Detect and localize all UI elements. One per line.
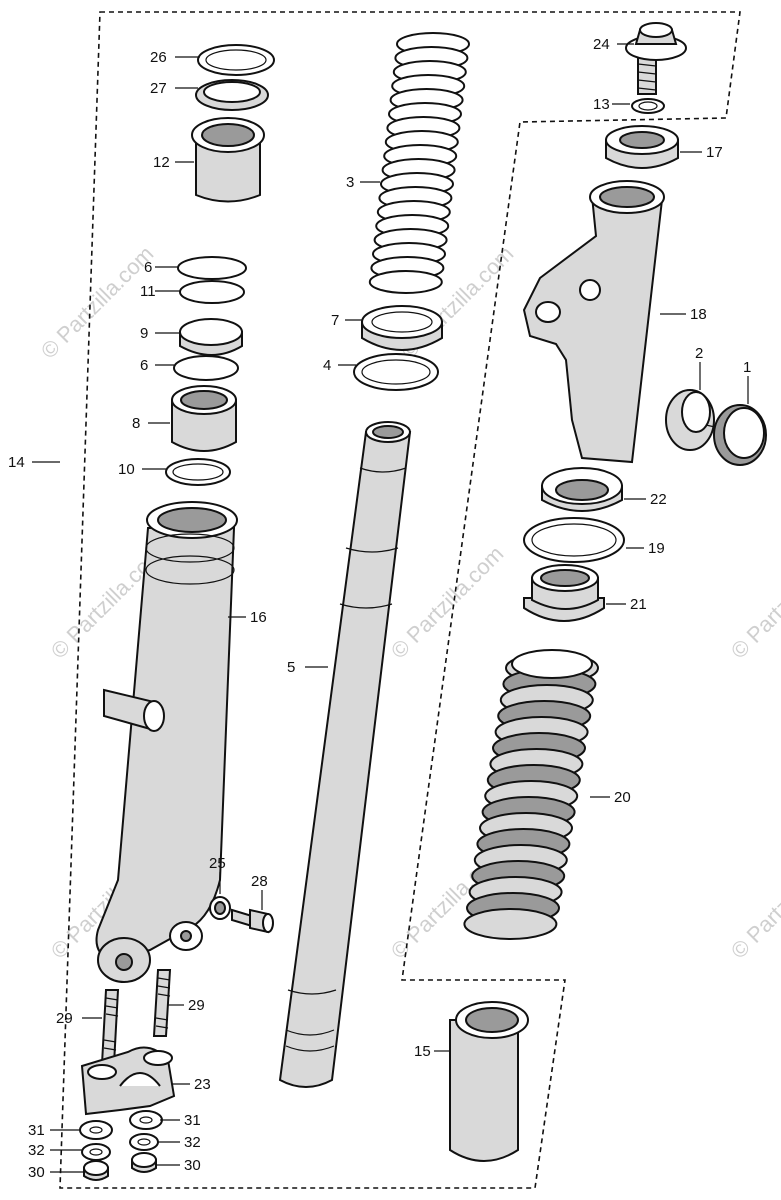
callout-9: 9 [140,325,148,342]
callout-21: 21 [630,596,647,613]
callout-32: 32 [184,1134,201,1151]
part-30-nut-left [83,1160,109,1181]
assembly-boundary [59,11,741,1189]
watermark-text: © Partzilla.com [386,541,509,664]
callout-22: 22 [650,491,667,508]
part-6-circlip-upper [177,256,247,280]
part-3-spring [368,32,470,294]
callout-15: 15 [414,1043,431,1060]
boot-top-opening [511,649,593,679]
callout-28: 28 [251,873,268,890]
part-19-ring [523,517,625,563]
callout-10: 10 [118,461,135,478]
callout-6: 6 [144,259,152,276]
callout-16: 16 [250,609,267,626]
part-12-bushing [191,117,265,203]
callout-31: 31 [184,1112,201,1129]
part-24-bolt [625,22,687,95]
part-7-seat [361,305,443,351]
callout-4: 4 [323,357,331,374]
callout-31: 31 [28,1122,45,1139]
callout-12: 12 [153,154,170,171]
part-31-washer-right [129,1110,163,1130]
callout-29: 29 [56,1010,73,1027]
watermark-text: © Partzilla.com [726,841,781,964]
callout-2: 2 [695,345,703,362]
callout-3: 3 [346,174,354,191]
callout-24: 24 [593,36,610,53]
part-15-tube [449,1001,529,1162]
part-28-bolt [231,908,274,934]
part-20-boot [463,649,599,940]
part-32-lockwasher-right [129,1133,159,1151]
part-4-washer [353,353,439,391]
part-9-ring [179,318,243,356]
part-13-washer [631,98,665,114]
part-5-inner-tube [278,421,412,1088]
callout-labels: 26 27 12 3 24 13 17 6 11 9 6 7 4 18 2 1 … [8,36,751,1181]
callout-13: 13 [593,96,610,113]
part-22-seal [541,467,623,512]
part-27-ring [195,79,269,111]
part-23-clamp [80,1046,176,1116]
callout-27: 27 [150,80,167,97]
callout-20: 20 [614,789,631,806]
part-32-lockwasher-left [81,1143,111,1161]
callout-1: 1 [743,359,751,376]
callout-5: 5 [287,659,295,676]
part-26-ring [197,44,275,76]
callout-23: 23 [194,1076,211,1093]
part-2-reflector-base [665,389,715,451]
callout-25: 25 [209,855,226,872]
part-18-fork-top [522,180,665,464]
callout-18: 18 [690,306,707,323]
callout-17: 17 [706,144,723,161]
spring-coil [368,270,443,294]
watermark-text: © Partzilla.com [726,541,781,664]
part-30-nut-right [131,1152,157,1173]
part-25-washer [209,896,231,920]
callout-26: 26 [150,49,167,66]
part-31-washer-left [79,1120,113,1140]
callout-32: 32 [28,1142,45,1159]
callout-7: 7 [331,312,339,329]
leader-lines [32,43,749,1173]
callout-30: 30 [184,1157,201,1174]
callout-8: 8 [132,415,140,432]
part-17-cap [605,125,679,169]
part-21-bushing [523,564,605,622]
part-29-stud-left [100,989,120,1065]
part-1-reflector [705,404,767,466]
part-6-circlip-lower [173,355,239,381]
callout-30: 30 [28,1164,45,1181]
callout-29: 29 [188,997,205,1014]
part-16-outer-tube [95,501,238,983]
part-8-bushing [171,385,237,452]
boot-pleat [463,908,558,940]
watermark-text: © Partzilla.com [36,241,159,364]
part-11-circlip [179,280,245,304]
callout-11: 11 [140,283,156,300]
part-10-ring [165,458,231,486]
callout-14: 14 [8,454,25,471]
callout-6: 6 [140,357,148,374]
part-29-stud-right [152,969,172,1037]
callout-19: 19 [648,540,665,557]
